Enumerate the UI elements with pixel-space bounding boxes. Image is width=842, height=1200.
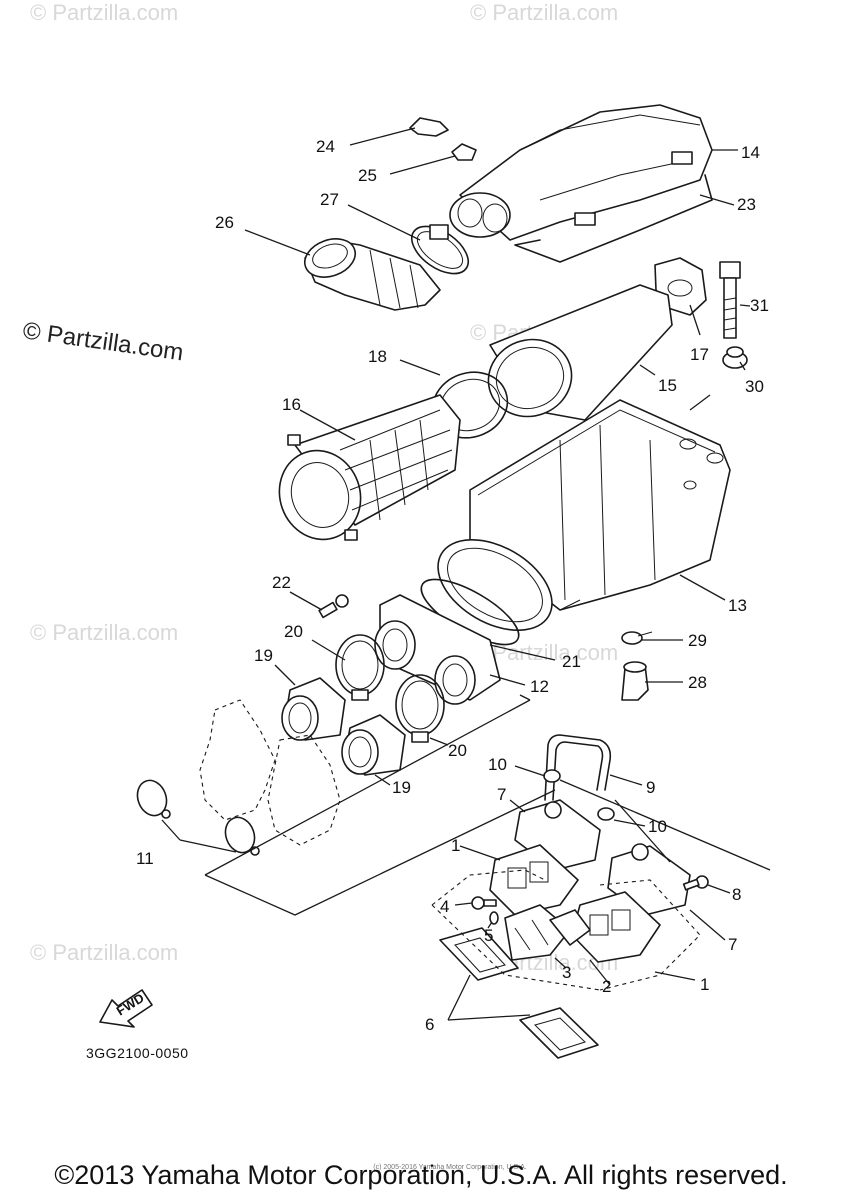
- watermark-left-middle: © Partzilla.com: [30, 620, 178, 645]
- callout-6: 6: [425, 1015, 434, 1034]
- callout-17: 17: [690, 345, 709, 364]
- callout-20-upper: 20: [284, 622, 303, 641]
- fwd-arrow-icon: FWD: [99, 989, 153, 1028]
- callout-2: 2: [602, 977, 611, 996]
- part-1-reed-valve-upper: [489, 844, 579, 916]
- watermark-main: © Partzilla.com: [21, 317, 185, 366]
- part-5-washer: [489, 911, 499, 925]
- part-6-gasket-b: [519, 1007, 599, 1059]
- callout-27: 27: [320, 190, 339, 209]
- callout-10-lower: 10: [648, 817, 667, 836]
- callout-8: 8: [732, 885, 741, 904]
- callout-9: 9: [646, 778, 655, 797]
- small-print: (c) 2005-2016 Yamaha Motor Corporation, …: [373, 1164, 527, 1171]
- callout-7-upper: 7: [497, 785, 506, 804]
- callout-29: 29: [688, 631, 707, 650]
- assembly-bracket-left: [431, 869, 601, 991]
- part-29-clip: [621, 631, 653, 645]
- callout-15: 15: [658, 376, 677, 395]
- group-frame-lower: [204, 694, 556, 916]
- part-19-boot-lower: [341, 714, 406, 776]
- part-14-duct-cover: [449, 104, 713, 241]
- part-8-bolt: [682, 875, 709, 891]
- watermark-top-left: © Partzilla.com: [30, 0, 178, 25]
- part-16-cage: [278, 394, 461, 541]
- callout-30: 30: [745, 377, 764, 396]
- callout-25: 25: [358, 166, 377, 185]
- assembly-bracket-right: [599, 879, 701, 991]
- callout-22: 22: [272, 573, 291, 592]
- callout-1-upper: 1: [451, 836, 460, 855]
- callout-14: 14: [741, 143, 760, 162]
- carburetor-outline: [199, 699, 341, 846]
- callout-7-lower: 7: [728, 935, 737, 954]
- callout-4: 4: [440, 897, 449, 916]
- group-frame-right: [559, 779, 771, 871]
- part-22-screw: [318, 594, 349, 619]
- watermark-top-right: © Partzilla.com: [470, 0, 618, 25]
- callout-19-lower: 19: [392, 778, 411, 797]
- part-4-screw: [471, 896, 497, 910]
- callout-18: 18: [368, 347, 387, 366]
- callout-labels: 24 25 14 23 27 26 31 17 30 18 15 16 13 2…: [136, 137, 769, 1034]
- part-10-clamp-a: [543, 769, 561, 783]
- part-12-joint: [374, 594, 501, 705]
- part-20-clamp-upper: [335, 634, 385, 701]
- leader-lines: [161, 127, 751, 1021]
- callout-28: 28: [688, 673, 707, 692]
- part-13-airbox: [437, 399, 731, 632]
- callout-23: 23: [737, 195, 756, 214]
- part-11-clamp-a: [136, 779, 171, 819]
- part-9-hose: [544, 734, 612, 801]
- diagram-code: 3GG2100-0050: [86, 1045, 189, 1061]
- part-28-drain: [621, 661, 649, 701]
- callout-13: 13: [728, 596, 747, 615]
- part-25-clip: [451, 143, 477, 161]
- part-19-boot-upper: [281, 677, 346, 741]
- part-24-clip: [409, 117, 449, 137]
- callout-3: 3: [562, 963, 571, 982]
- callout-12: 12: [530, 677, 549, 696]
- callout-19-upper: 19: [254, 646, 273, 665]
- callout-10-upper: 10: [488, 755, 507, 774]
- callout-31: 31: [750, 296, 769, 315]
- watermark-left-lower: © Partzilla.com: [30, 940, 178, 965]
- callout-11: 11: [136, 849, 154, 868]
- callout-21: 21: [562, 652, 581, 671]
- part-6-gasket-a: [439, 927, 519, 981]
- callout-1-lower: 1: [700, 975, 709, 994]
- part-31-bolt: [719, 261, 741, 339]
- callout-20-lower: 20: [448, 741, 467, 760]
- callout-26: 26: [215, 213, 234, 232]
- part-27-clamp: [411, 224, 469, 275]
- part-2-reed-petal: [549, 909, 591, 946]
- part-20-clamp-lower: [395, 674, 445, 743]
- part-23-gasket: [514, 174, 713, 263]
- part-15-filter: [487, 284, 673, 421]
- copyright-footer: ©2013 Yamaha Motor Corporation, U.S.A. A…: [54, 1160, 788, 1190]
- part-26-intake-joint: [304, 238, 441, 311]
- callout-16: 16: [282, 395, 301, 414]
- callout-24: 24: [316, 137, 335, 156]
- part-30-grommet: [722, 346, 748, 369]
- part-10-clamp-b: [597, 807, 615, 821]
- callout-5: 5: [484, 926, 493, 945]
